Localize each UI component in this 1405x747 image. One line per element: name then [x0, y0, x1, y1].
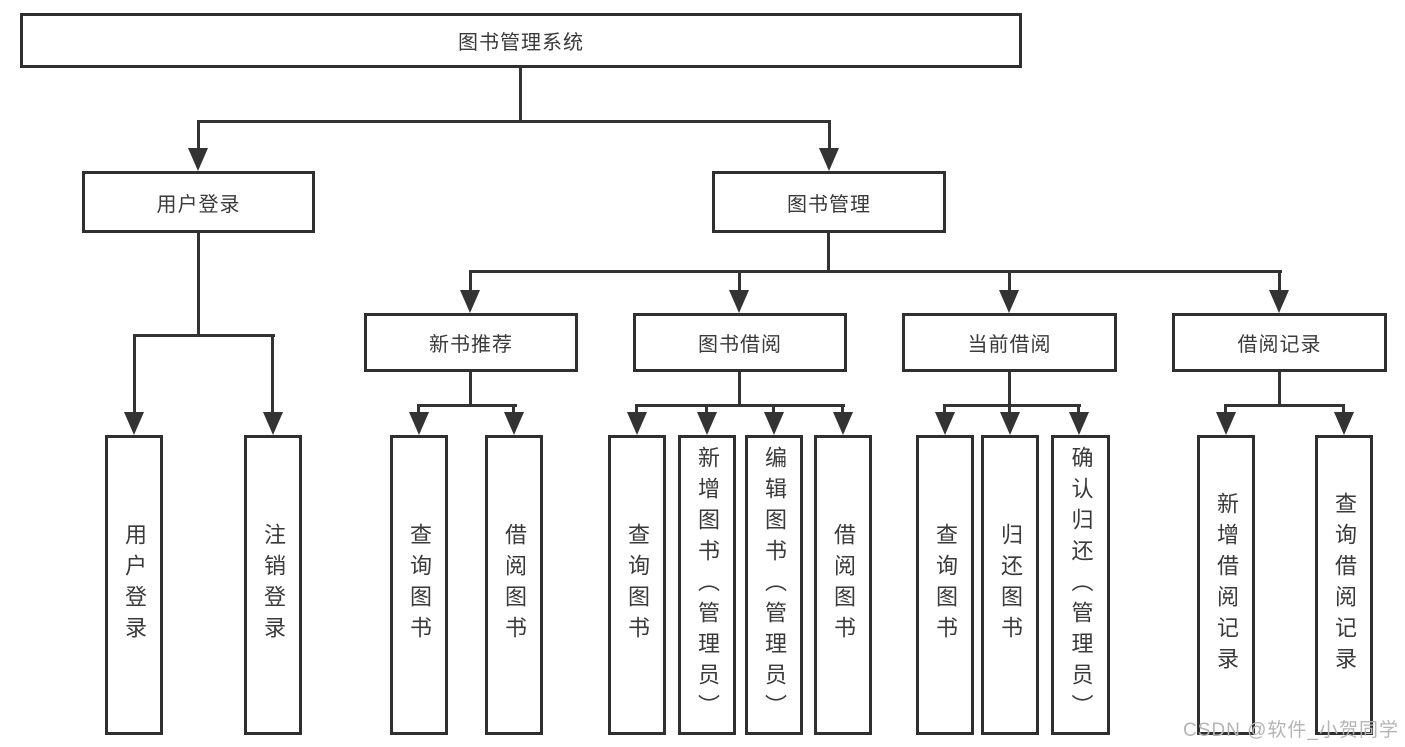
connector-leaf-stem [1224, 404, 1227, 414]
connector-leaf-stem [635, 404, 638, 414]
leaf-borrow-books-recommend-label: 借阅图书 [502, 523, 527, 647]
leaf-add-borrow-record-label: 新增借阅记录 [1214, 492, 1239, 678]
connector-leaf-stem [705, 404, 708, 414]
node-current-borrowing: 当前借阅 [902, 313, 1117, 372]
connector-l3-split [635, 404, 845, 407]
leaf-query-books-current-label: 查询图书 [933, 523, 958, 647]
arrow-down-icon [460, 290, 480, 313]
connector-l3-split [417, 404, 517, 407]
node-borrowing-records-label: 借阅记录 [1237, 334, 1322, 356]
leaf-edit-books-admin: 编辑图书（管理员） [745, 435, 803, 735]
connector-user-login-down [197, 233, 200, 336]
arrow-down-icon [188, 148, 208, 171]
connector-l3-stem [1278, 270, 1281, 292]
arrow-down-icon [1334, 412, 1354, 435]
node-new-book-recommendation-label: 新书推荐 [429, 334, 513, 356]
connector-book-mgmt-stem [828, 120, 831, 150]
node-library-system-label: 图书管理系统 [458, 32, 584, 54]
leaf-borrow-books-borrowing: 借阅图书 [814, 435, 872, 735]
arrow-down-icon [124, 412, 144, 435]
connector-l3-down [469, 372, 472, 406]
leaf-confirm-return-admin-label: 确认归还（管理员） [1068, 445, 1094, 725]
connector-l3-split [1224, 404, 1345, 407]
connector-leaf-stem [1342, 404, 1345, 414]
leaf-logout-label: 注销登录 [261, 523, 286, 647]
connector-leaf-stem [512, 404, 515, 414]
arrow-down-icon [833, 412, 853, 435]
node-book-management: 图书管理 [712, 171, 946, 233]
arrow-down-icon [729, 290, 749, 313]
connector-leaf-stem [133, 334, 136, 412]
arrow-down-icon [1069, 412, 1089, 435]
connector-user-login-stem [197, 120, 200, 150]
node-borrowing-records: 借阅记录 [1172, 313, 1387, 372]
connector-user-login-split [133, 334, 275, 337]
connector-book-mgmt-split [469, 270, 1282, 273]
leaf-user-login-label: 用户登录 [122, 523, 147, 647]
connector-l3-down [1008, 372, 1011, 406]
leaf-add-borrow-record: 新增借阅记录 [1197, 435, 1255, 735]
connector-l3-stem [738, 270, 741, 292]
leaf-edit-books-admin-label: 编辑图书（管理员） [762, 445, 787, 725]
arrow-down-icon [999, 290, 1019, 313]
arrow-down-icon [627, 412, 647, 435]
arrow-down-icon [263, 412, 283, 435]
connector-leaf-stem [841, 404, 844, 414]
arrow-down-icon [1216, 412, 1236, 435]
leaf-logout: 注销登录 [244, 435, 302, 735]
connector-leaf-stem [1008, 404, 1011, 414]
connector-l3-down [1278, 372, 1281, 406]
leaf-query-books-current: 查询图书 [916, 435, 974, 735]
csdn-watermark: CSDN @软件_小贺同学 [1183, 720, 1399, 741]
arrow-down-icon [409, 412, 429, 435]
leaf-query-borrow-record: 查询借阅记录 [1315, 435, 1373, 735]
leaf-borrow-books-borrowing-label: 借阅图书 [831, 523, 856, 647]
node-book-borrowing: 图书借阅 [633, 313, 847, 372]
connector-leaf-stem [772, 404, 775, 414]
leaf-add-books-admin-label: 新增图书（管理员） [695, 445, 720, 725]
connector-leaf-stem [417, 404, 420, 414]
connector-leaf-stem [1077, 404, 1080, 414]
arrow-down-icon [697, 412, 717, 435]
node-current-borrowing-label: 当前借阅 [967, 334, 1052, 356]
leaf-user-login: 用户登录 [105, 435, 163, 735]
node-book-borrowing-label: 图书借阅 [698, 334, 782, 356]
connector-leaf-stem [271, 334, 274, 412]
node-user-login: 用户登录 [82, 171, 315, 233]
arrow-down-icon [935, 412, 955, 435]
connector-book-mgmt-down [827, 233, 830, 272]
leaf-query-books-borrowing: 查询图书 [608, 435, 666, 735]
node-user-login-label: 用户登录 [156, 193, 241, 216]
leaf-return-books-label: 归还图书 [998, 523, 1023, 647]
leaf-confirm-return-admin: 确认归还（管理员） [1051, 435, 1110, 735]
arrow-down-icon [504, 412, 524, 435]
connector-root-stem [519, 68, 522, 123]
leaf-query-books-borrowing-label: 查询图书 [625, 523, 650, 647]
arrow-down-icon [1000, 412, 1020, 435]
node-library-system: 图书管理系统 [20, 13, 1022, 68]
node-book-management-label: 图书管理 [787, 193, 871, 216]
arrow-down-icon [819, 148, 839, 171]
connector-leaf-stem [943, 404, 946, 414]
leaf-query-books-recommend-label: 查询图书 [407, 523, 432, 647]
leaf-query-books-recommend: 查询图书 [390, 435, 448, 735]
arrow-down-icon [1269, 290, 1289, 313]
leaf-borrow-books-recommend: 借阅图书 [485, 435, 543, 735]
arrow-down-icon [764, 412, 784, 435]
connector-root-split [197, 120, 831, 123]
leaf-query-borrow-record-label: 查询借阅记录 [1332, 492, 1357, 678]
connector-l3-stem [469, 270, 472, 292]
connector-l3-split [943, 404, 1081, 407]
connector-l3-stem [1008, 270, 1011, 292]
connector-l3-down [738, 372, 741, 406]
leaf-return-books: 归还图书 [981, 435, 1039, 735]
leaf-add-books-admin: 新增图书（管理员） [678, 435, 736, 735]
node-new-book-recommendation: 新书推荐 [364, 313, 578, 372]
